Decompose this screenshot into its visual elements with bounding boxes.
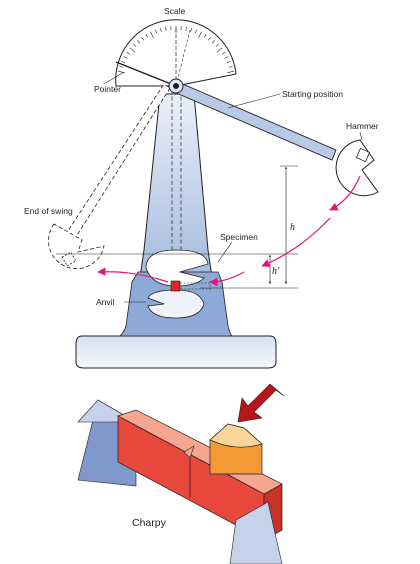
scale-tick [123, 56, 128, 59]
scale-tick [221, 51, 226, 55]
scale-tick [224, 56, 229, 59]
label-hammer: Hammer [346, 121, 379, 131]
curved-arrow-icon [261, 217, 331, 267]
pointer [103, 61, 177, 87]
diagram-labels: Scale Pointer Starting position Hammer E… [24, 6, 379, 307]
scale-tick [155, 29, 157, 34]
label-h-prime: h′ [272, 266, 280, 277]
scale-tick [119, 65, 124, 68]
scale-tick [136, 40, 141, 44]
scale-tick [211, 40, 216, 44]
hammer-arm-start [173, 81, 379, 197]
label-anvil: Anvil [96, 297, 115, 307]
label-starting-position: Starting position [282, 89, 343, 99]
machine-column [119, 93, 233, 337]
pivot-icon [168, 78, 184, 94]
scale-tick [227, 70, 235, 74]
scale-tick [145, 34, 149, 38]
label-scale: Scale [164, 6, 186, 16]
scale-tick [226, 60, 231, 64]
label-pointer: Pointer [94, 84, 121, 94]
scale-tick [203, 34, 207, 38]
scale-tick [126, 51, 131, 55]
curved-arrow-icon [209, 271, 245, 287]
scale-tick [195, 29, 197, 34]
scale-tick [198, 31, 202, 39]
label-specimen: Specimen [220, 232, 258, 242]
hammer-arm-end-of-swing [48, 83, 171, 270]
swing-arrows [97, 175, 361, 287]
curved-arrow-icon [97, 267, 169, 283]
scale-tick [133, 43, 137, 47]
scale-tick [208, 36, 211, 41]
scale-dial [115, 19, 237, 87]
scale-tick [216, 47, 223, 53]
curved-arrow-icon [329, 175, 361, 211]
arrow-down-left-icon [237, 383, 285, 423]
label-h: h [290, 222, 295, 233]
caption-charpy: Charpy [132, 517, 167, 529]
scale-tick [129, 47, 136, 53]
scale-tick [165, 26, 167, 31]
scale-tick [185, 26, 187, 31]
machine-base [75, 335, 277, 369]
height-markers [56, 165, 298, 289]
vertical-hammer-rod [171, 90, 182, 250]
scale-tick [215, 43, 219, 47]
scale-tick [150, 31, 154, 39]
charpy-closeup [77, 383, 285, 564]
scale-tick [190, 28, 192, 32]
scale-tick [228, 65, 233, 68]
scale-tick [160, 28, 162, 32]
label-end-of-swing: End of swing [24, 206, 73, 216]
scale-tick [141, 36, 144, 41]
scale-tick [121, 60, 126, 64]
